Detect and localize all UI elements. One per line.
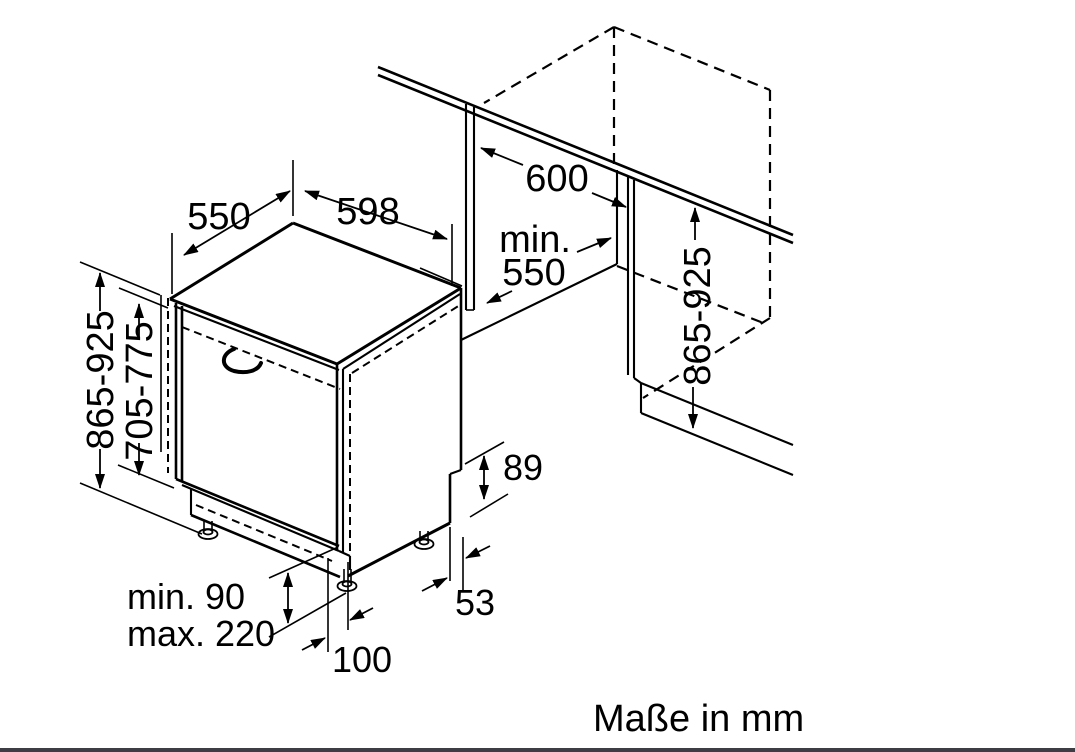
units-note-label: Maße in mm bbox=[593, 698, 804, 740]
dishwasher-plinth bbox=[189, 488, 352, 579]
dim-niche-height-label: 865-925 bbox=[677, 246, 719, 385]
dimension-plinth-height-range: min. 90 max. 220 bbox=[127, 547, 347, 654]
dimension-appliance-height: 865-925 bbox=[79, 261, 203, 535]
dishwasher-top-face bbox=[169, 221, 462, 371]
dim-base-recess-depth-label: 100 bbox=[332, 639, 392, 680]
dimension-counter-depth: 600 bbox=[480, 147, 627, 208]
dim-top-depth-label: 550 bbox=[187, 196, 250, 238]
dim-niche-depth-min-prefix: min. bbox=[499, 219, 571, 261]
dishwasher-drawing bbox=[160, 221, 463, 592]
dim-side-recess-height-label: 89 bbox=[503, 447, 543, 488]
dim-niche-depth-min-value: 550 bbox=[502, 252, 565, 294]
adjustable-foot-right bbox=[413, 531, 435, 550]
dim-counter-depth-label: 600 bbox=[525, 158, 588, 200]
dim-appliance-height-label: 865-925 bbox=[80, 310, 122, 449]
niche-walls-drawing bbox=[419, 104, 794, 476]
dim-side-recess-depth-label: 53 bbox=[455, 582, 495, 623]
dimension-top-depth: 550 bbox=[171, 160, 294, 294]
dim-plinth-height-max-label: max. 220 bbox=[127, 613, 275, 654]
dim-door-panel-height-label: 705-775 bbox=[119, 321, 161, 460]
dimension-base-recess-depth: 100 bbox=[301, 558, 392, 680]
dimension-niche-depth-min: min. 550 bbox=[486, 219, 612, 304]
door-handle bbox=[221, 347, 263, 375]
cabinet-dashed-outline bbox=[483, 25, 772, 399]
window-bottom-edge bbox=[0, 748, 1075, 752]
dim-plinth-height-min-label: min. 90 bbox=[127, 576, 245, 617]
countertop-drawing bbox=[377, 65, 794, 245]
dimension-top-width: 598 bbox=[304, 190, 453, 286]
dimension-door-panel-height: 705-775 bbox=[117, 287, 175, 489]
dimension-side-recess-depth: 53 bbox=[421, 527, 495, 623]
dishwasher-side-panel bbox=[335, 288, 463, 578]
dimension-side-recess-height: 89 bbox=[464, 441, 543, 518]
adjustable-foot-left bbox=[197, 521, 219, 540]
adjustable-foot-front bbox=[336, 569, 358, 592]
dimension-niche-height-right: 865-925 bbox=[677, 207, 719, 429]
dishwasher-door bbox=[160, 295, 341, 562]
dim-top-width-label: 598 bbox=[336, 191, 399, 233]
